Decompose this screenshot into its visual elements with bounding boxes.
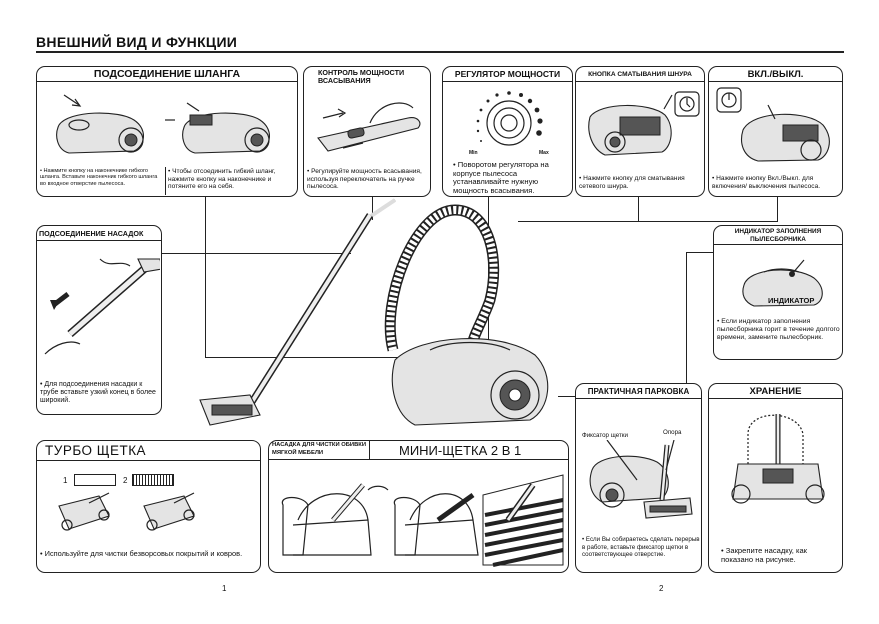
hose-divider bbox=[165, 167, 166, 195]
mini-brush-title: МИНИ-ЩЕТКА 2 В 1 bbox=[399, 443, 522, 458]
page-title: ВНЕШНИЙ ВИД И ФУНКЦИИ bbox=[36, 34, 238, 50]
page-number-left: 1 bbox=[222, 584, 227, 593]
power-regulator-panel: РЕГУЛЯТОР МОЩНОСТИ Min Max • Поворотом р… bbox=[442, 66, 573, 197]
connector-line bbox=[205, 196, 207, 358]
connector-line bbox=[372, 196, 374, 220]
mini-brush-header bbox=[269, 441, 568, 460]
storage-title: ХРАНЕНИЕ bbox=[709, 384, 842, 399]
parking-lock-label: Фиксатор щетки bbox=[582, 432, 628, 439]
parking-panel: ПРАКТИЧНАЯ ПАРКОВКА Фиксатор щетки Опора… bbox=[575, 383, 702, 573]
hose-connection-title: ПОДСОЕДИНЕНИЕ ШЛАНГА bbox=[37, 67, 297, 82]
cord-rewind-illustration bbox=[588, 91, 700, 156]
connector-line bbox=[638, 196, 640, 221]
turbo-brush-illustration bbox=[58, 492, 195, 531]
mini-brush-header-divider bbox=[369, 441, 371, 460]
connector-line bbox=[518, 221, 639, 223]
turbo-brush-title: ТУРБО ЩЕТКА bbox=[37, 441, 260, 461]
dust-indicator-text: • Если индикатор заполнения пылесборника… bbox=[717, 318, 840, 341]
hose-connect-text: • Нажмите кнопку на наконечнике гибкого … bbox=[40, 168, 158, 187]
dust-indicator-title: ИНДИКАТОР ЗАПОЛНЕНИЯ ПЫЛЕСБОРНИКА bbox=[714, 226, 842, 245]
cord-rewind-panel: КНОПКА СМАТЫВАНИЯ ШНУРА • Нажмите кнопку… bbox=[575, 66, 705, 197]
power-regulator-text: • Поворотом регулятора на корпусе пылесо… bbox=[453, 160, 549, 195]
turbo-brush-panel: ТУРБО ЩЕТКА 1 2 • Используйте для чистки… bbox=[36, 440, 261, 573]
parking-text: • Если Вы собираетесь сделать перерыв в … bbox=[582, 536, 700, 558]
cord-rewind-title: КНОПКА СМАТЫВАНИЯ ШНУРА bbox=[576, 67, 704, 82]
mini-brush-panel: НАСАДКА ДЛЯ ЧИСТКИ ОБИВКИ МЯГКОЙ МЕБЕЛИ … bbox=[268, 440, 569, 573]
storage-illustration bbox=[731, 414, 825, 504]
on-off-illustration bbox=[716, 87, 830, 162]
suction-handle-illustration bbox=[317, 102, 421, 152]
dust-indicator-panel: ИНДИКАТОР ЗАПОЛНЕНИЯ ПЫЛЕСБОРНИКА ИНДИКА… bbox=[713, 225, 843, 360]
power-max-label: Max bbox=[539, 150, 549, 156]
suction-control-text: • Регулируйте мощность всасывания, испол… bbox=[307, 168, 422, 191]
parking-title: ПРАКТИЧНАЯ ПАРКОВКА bbox=[576, 384, 701, 399]
connector-line bbox=[777, 196, 779, 221]
nozzle-attach-text: • Для подсоединения насадки к трубе вста… bbox=[40, 381, 156, 404]
vacuum-cleaner-illustration bbox=[199, 198, 549, 426]
nozzle-attach-illustration bbox=[44, 258, 160, 355]
turbo-step-2-icon bbox=[132, 474, 174, 486]
hose-connection-panel: ПОДСОЕДИНЕНИЕ ШЛАНГА • Нажмите кнопку на… bbox=[36, 66, 298, 197]
connector-line bbox=[686, 252, 714, 254]
turbo-brush-text: • Используйте для чистки безворсовых пок… bbox=[40, 549, 243, 558]
hose-release-illustration bbox=[165, 102, 270, 154]
on-off-text: • Нажмите кнопку Вкл./Выкл. для включени… bbox=[712, 175, 821, 190]
cord-rewind-text: • Нажмите кнопку для сматывания сетевого… bbox=[579, 175, 685, 190]
storage-text: • Закрепите насадку, как показано на рис… bbox=[721, 546, 807, 564]
dust-indicator-illustration bbox=[742, 259, 823, 307]
storage-panel: ХРАНЕНИЕ • Закрепите насадку, как показа… bbox=[708, 383, 843, 573]
turbo-step-1-icon bbox=[74, 474, 116, 486]
parking-illustration bbox=[589, 440, 693, 519]
title-rule bbox=[36, 51, 844, 53]
connector-line bbox=[205, 357, 405, 359]
upholstery-nozzle-subtitle: НАСАДКА ДЛЯ ЧИСТКИ ОБИВКИ МЯГКОЙ МЕБЕЛИ bbox=[272, 442, 366, 456]
page-number-right: 2 bbox=[659, 584, 664, 593]
on-off-title: ВКЛ./ВЫКЛ. bbox=[709, 67, 842, 82]
hose-insert-illustration bbox=[56, 94, 144, 154]
nozzle-attach-title: ПОДСОЕДИНЕНИЕ НАСАДОК bbox=[37, 226, 161, 241]
turbo-step-2-number: 2 bbox=[123, 476, 128, 485]
mini-brush-illustration bbox=[273, 465, 565, 569]
power-dial-icon[interactable] bbox=[461, 85, 557, 155]
power-regulator-title: РЕГУЛЯТОР МОЩНОСТИ bbox=[443, 67, 572, 82]
dust-indicator-label: ИНДИКАТОР bbox=[768, 296, 815, 305]
hose-release-text: • Чтобы отсоединить гибкий шланг, нажмит… bbox=[168, 168, 276, 191]
suction-control-panel: КОНТРОЛЬ МОЩНОСТИ ВСАСЫВАНИЯ • Регулируй… bbox=[303, 66, 431, 197]
suction-control-title: КОНТРОЛЬ МОЩНОСТИ ВСАСЫВАНИЯ bbox=[318, 68, 405, 85]
parking-support-label: Опора bbox=[663, 429, 682, 436]
power-min-label: Min bbox=[469, 150, 478, 156]
on-off-panel: ВКЛ./ВЫКЛ. • Нажмите кнопку Вкл./Выкл. д… bbox=[708, 66, 843, 197]
connector-line bbox=[161, 253, 351, 255]
nozzle-attach-panel: ПОДСОЕДИНЕНИЕ НАСАДОК • Для подсоединени… bbox=[36, 225, 162, 415]
connector-line bbox=[638, 221, 778, 223]
connector-line bbox=[686, 252, 688, 397]
turbo-step-1-number: 1 bbox=[63, 476, 68, 485]
